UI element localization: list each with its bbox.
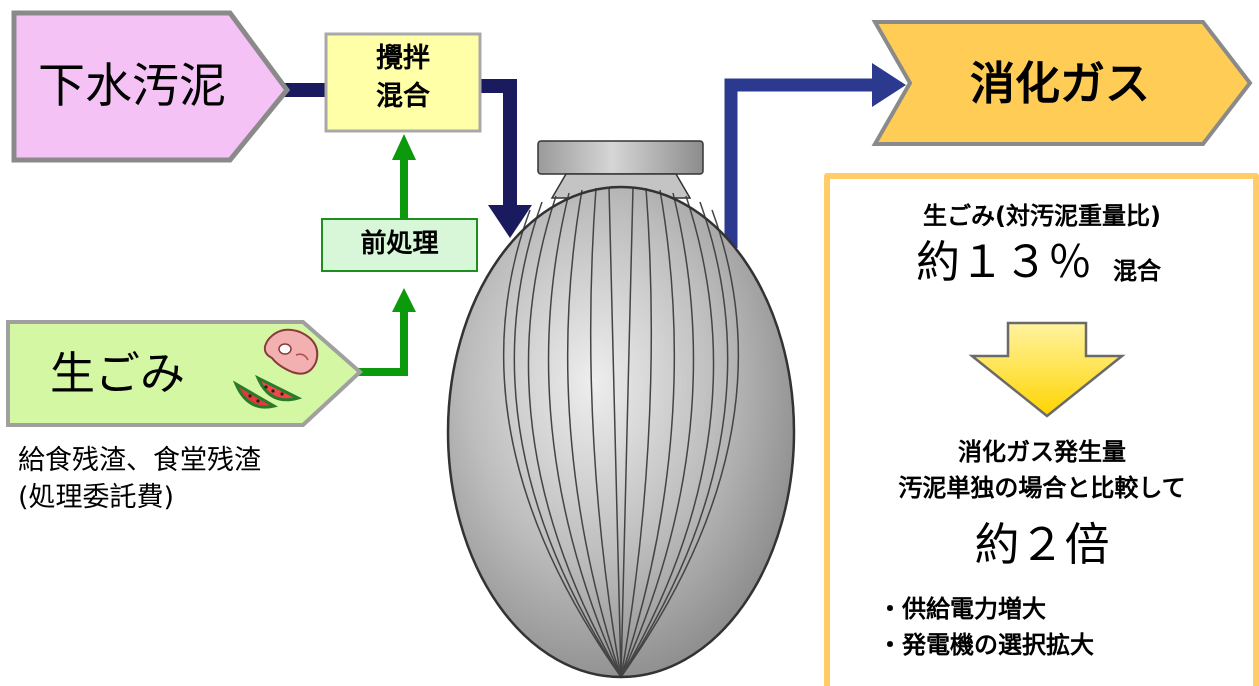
sewage-sludge-box — [11, 10, 291, 163]
digestion-gas-label: 消化ガス — [969, 57, 1150, 110]
digestion-gas-box — [871, 20, 1253, 146]
down-arrow-icon — [968, 321, 1126, 418]
gas-volume-line2: 汚泥単独の場合と比較して — [898, 474, 1186, 502]
flow-foodwaste-arrowhead — [392, 288, 416, 312]
pretreatment-box — [321, 218, 478, 272]
food-waste-source-line2: (処理委託費) — [18, 482, 175, 513]
ratio-value: 約１３％ — [916, 237, 1092, 288]
gas-volume-line1: 消化ガス発生量 — [958, 438, 1126, 466]
gas-multiplier: 約２倍 — [974, 518, 1110, 571]
flow-tank-to-gas — [724, 78, 878, 248]
flow-mixing-to-tank — [481, 79, 517, 208]
results-panel-border — [824, 173, 1259, 686]
food-waste-label: 生ごみ — [50, 347, 186, 400]
flow-foodwaste-to-pretreatment — [356, 310, 408, 376]
mixing-label-line1: 攪拌 — [376, 43, 430, 74]
watermelon-icon — [232, 374, 303, 409]
flow-pretreatment-arrowhead — [392, 134, 416, 160]
food-waste-source-line1: 給食残渣、食堂残渣 — [18, 445, 261, 476]
meat-icon — [263, 328, 319, 375]
mixing-label-line2: 混合 — [376, 81, 430, 112]
mixing-box — [324, 32, 482, 133]
ratio-suffix: 混合 — [1113, 257, 1161, 285]
flow-tank-to-gas-arrowhead — [872, 63, 906, 107]
ratio-caption: 生ごみ(対汚泥重量比) — [923, 202, 1161, 230]
benefit-1: ・供給電力増大 — [878, 595, 1046, 623]
flow-mixing-to-tank-arrowhead — [488, 205, 532, 238]
pretreatment-label: 前処理 — [360, 229, 439, 259]
sewage-sludge-label: 下水汚泥 — [38, 59, 226, 114]
digester-tank-icon — [446, 140, 796, 679]
benefit-2: ・発電機の選択拡大 — [878, 631, 1094, 659]
